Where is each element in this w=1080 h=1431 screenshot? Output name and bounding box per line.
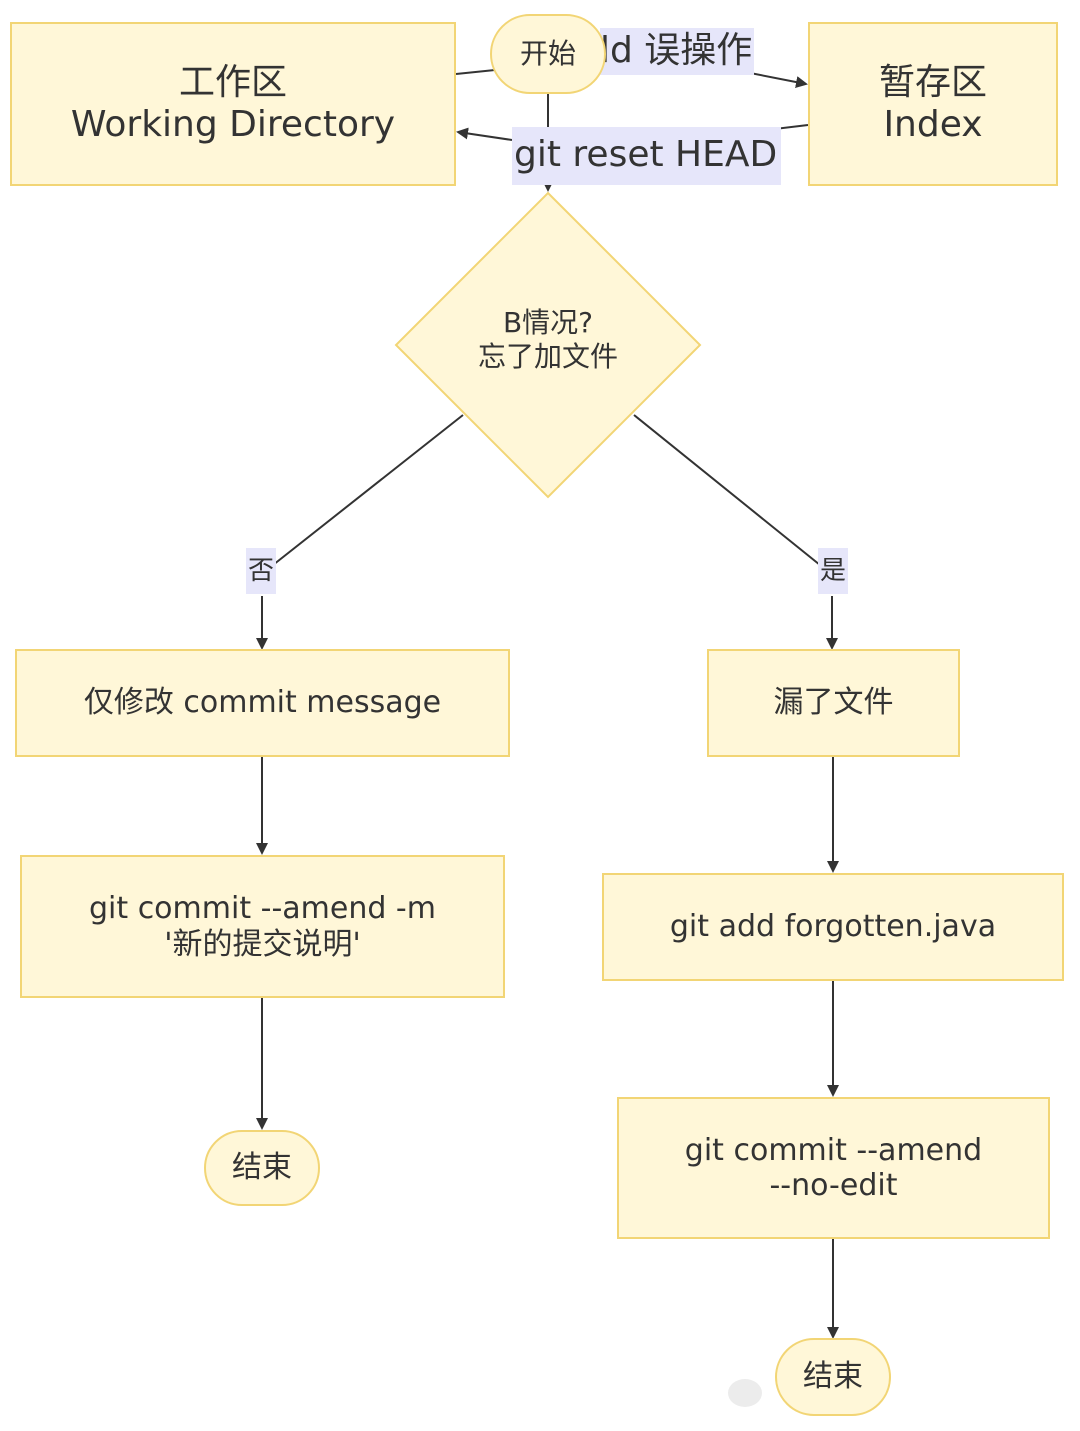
edge-decision-to-yes [633,414,832,648]
amend-no-edit-node: git commit --amend --no-edit [617,1097,1050,1239]
end-left-node: 结束 [204,1130,320,1206]
only-message-node: 仅修改 commit message [15,649,510,757]
decision-diamond [394,191,702,499]
watermark [716,1362,1080,1424]
edge-decision-to-no [262,414,464,648]
start-node: 开始 [490,14,606,94]
end-right-node: 结束 [775,1338,891,1416]
missed-file-node: 漏了文件 [707,649,960,757]
edge-label-add-mistake: ld 误操作 [600,28,755,75]
git-add-node: git add forgotten.java [602,873,1064,981]
wechat-icon [728,1379,762,1407]
amend-message-node: git commit --amend -m '新的提交说明' [20,855,505,998]
edge-label-yes: 是 [818,548,849,594]
decision-text: B情况? 忘了加文件 [477,306,618,374]
edge-label-no: 否 [246,548,277,594]
working-directory-node: 工作区 Working Directory [10,22,456,186]
index-node: 暂存区 Index [808,22,1058,186]
edge-working-to-index [455,69,806,84]
edge-label-reset-head: git reset HEAD [512,127,782,185]
